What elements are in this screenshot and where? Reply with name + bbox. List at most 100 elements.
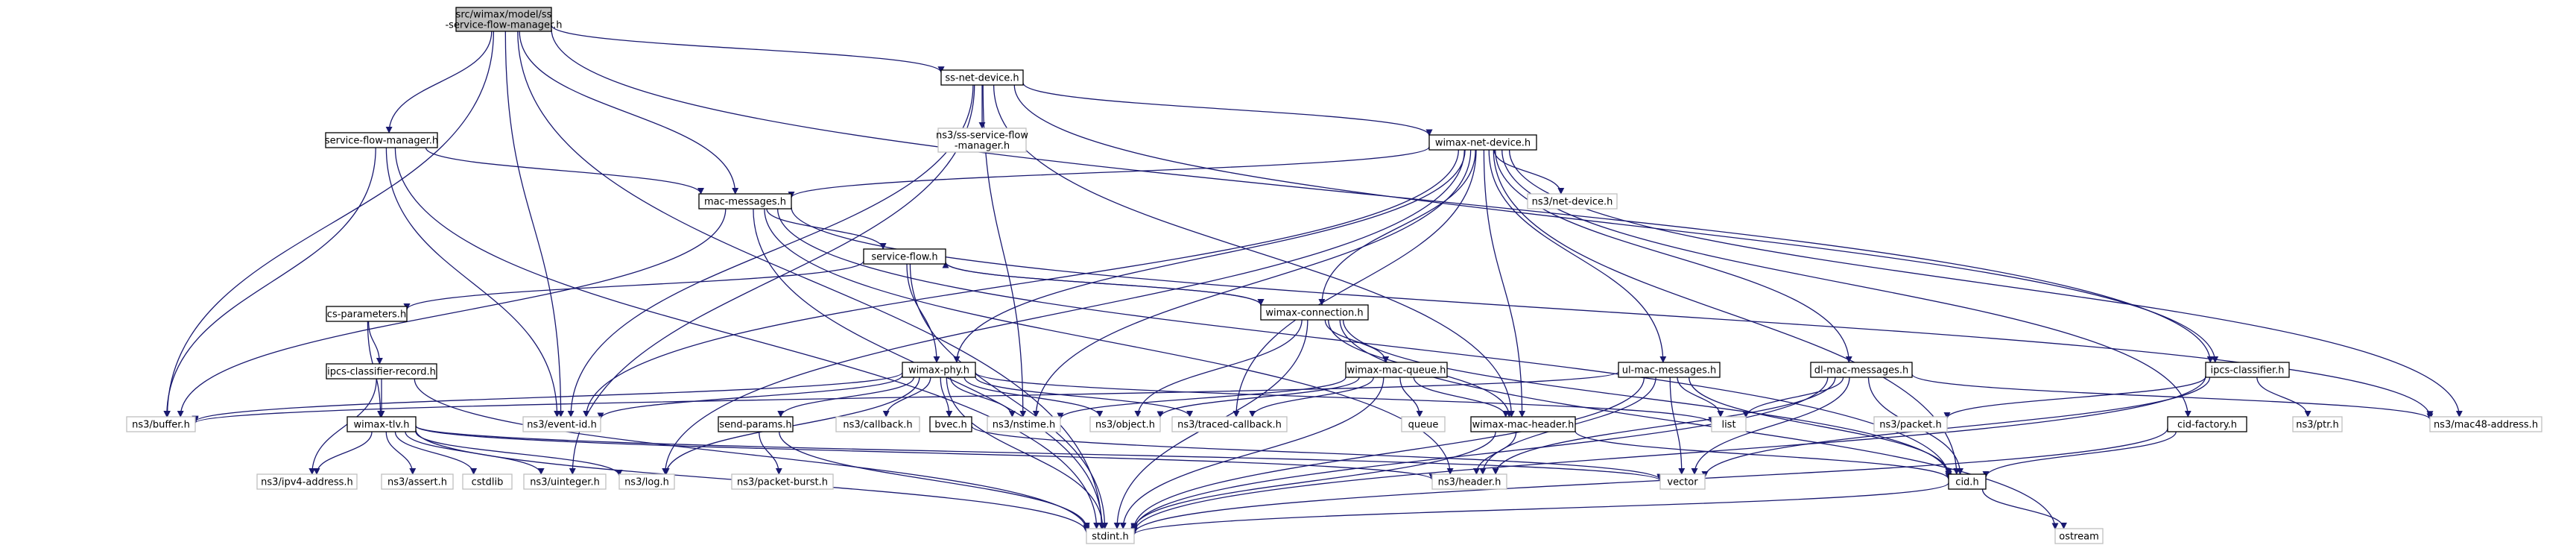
- node-dl-mac-messages[interactable]: dl-mac-messages.h: [1810, 362, 1913, 378]
- node-ipv4-address: ns3/ipv4-address.h: [256, 473, 358, 490]
- edge-ss-net-device-to-ipcs-classifier: [1013, 84, 2219, 363]
- node-label-ipcs-classifier-record-line-0: ipcs-classifier-record.h: [327, 367, 436, 378]
- edge-wimax-mac-queue-to-object: [1156, 377, 1360, 418]
- node-cid[interactable]: cid.h: [1948, 473, 1987, 490]
- node-label-event-id-line-0: ns3/event-id.h: [527, 420, 597, 431]
- node-label-send-params-line-0: send-params.h: [719, 420, 791, 431]
- node-box-nstime: [987, 416, 1061, 432]
- node-label-cid-line-0: cid.h: [1955, 477, 1978, 488]
- edge-send-params-to-packet-burst: [759, 431, 782, 475]
- node-list: list: [1711, 416, 1747, 432]
- edge-wimax-phy-to-buffer: [192, 371, 903, 423]
- edge-ul-mac-messages-to-list: [1677, 377, 1724, 418]
- node-label-packet-line-0: ns3/packet.h: [1879, 420, 1942, 431]
- node-box-queue: [1401, 416, 1446, 432]
- edge-wimax-net-device-to-nstime: [1032, 149, 1472, 418]
- node-wimax-mac-queue[interactable]: wimax-mac-queue.h: [1345, 362, 1448, 378]
- edge-wimax-connection-to-object: [1134, 319, 1303, 418]
- node-box-packet: [1873, 416, 1948, 432]
- node-box-cid-factory: [2167, 416, 2247, 432]
- edge-ss-net-device-to-uinteger: [569, 84, 975, 475]
- edge-wimax-connection-to-service-flow: [942, 261, 1262, 306]
- node-label-log-line-0: ns3/log.h: [624, 477, 669, 488]
- edge-ss-net-device-to-wimax-net-device: [1022, 82, 1433, 136]
- node-box-vector: [1659, 473, 1706, 490]
- edge-wimax-phy-to-event-id: [597, 374, 903, 420]
- node-ss-net-device[interactable]: ss-net-device.h: [940, 69, 1024, 86]
- node-label-nstime-line-0: ns3/nstime.h: [993, 420, 1055, 431]
- edge-dl-mac-messages-to-header: [1492, 377, 1836, 475]
- edge-bvec-to-vector: [971, 425, 1664, 481]
- node-wimax-connection[interactable]: wimax-connection.h: [1260, 304, 1369, 321]
- edge-wimax-phy-to-send-params: [777, 377, 914, 418]
- node-label-wimax-phy-line-0: wimax-phy.h: [908, 365, 969, 377]
- edge-wimax-net-device-to-wimax-phy: [953, 149, 1466, 363]
- edge-wimax-net-device-to-dl-mac-messages: [1495, 149, 1852, 363]
- node-ul-mac-messages[interactable]: ul-mac-messages.h: [1618, 362, 1721, 378]
- node-box-ipv4-address: [256, 473, 358, 490]
- edge-wimax-mac-queue-to-nstime: [1057, 377, 1346, 420]
- node-box-mac-messages: [698, 193, 792, 210]
- node-vector: vector: [1659, 473, 1706, 490]
- node-ipcs-classifier-record[interactable]: ipcs-classifier-record.h: [326, 363, 437, 380]
- edge-wimax-phy-to-nstime: [949, 377, 1016, 418]
- edge-wimax-net-device-to-mac-messages: [788, 146, 1430, 199]
- node-service-flow[interactable]: service-flow.h: [863, 248, 946, 265]
- node-box-log: [618, 473, 675, 490]
- node-ss-service-flow-manager: ns3/ss-service-flow-manager.h: [936, 127, 1028, 153]
- edge-mac-messages-to-buffer: [177, 208, 727, 418]
- node-bvec[interactable]: bvec.h: [929, 416, 972, 432]
- edge-ul-mac-messages-to-stdint: [1130, 377, 1645, 530]
- node-root[interactable]: src/wimax/model/ss-service-flow-manager.…: [445, 7, 563, 32]
- node-label-ipv4-address-line-0: ns3/ipv4-address.h: [261, 477, 353, 488]
- node-label-wimax-mac-header-line-0: wimax-mac-header.h: [1472, 420, 1575, 431]
- edge-service-flow-manager-to-mac-messages: [425, 147, 704, 195]
- edge-cs-parameters-to-ipcs-classifier-record: [367, 321, 383, 365]
- node-label-wimax-net-device-line-0: wimax-net-device.h: [1435, 138, 1531, 149]
- node-label-wimax-connection-line-0: wimax-connection.h: [1265, 308, 1363, 319]
- node-label-service-flow-line-0: service-flow.h: [871, 252, 937, 263]
- node-ostream: ostream: [2054, 528, 2104, 544]
- node-label-service-flow-manager-line-0: service-flow-manager.h: [325, 136, 438, 147]
- edge-service-flow-to-stdint: [909, 263, 1109, 529]
- node-service-flow-manager[interactable]: service-flow-manager.h: [325, 132, 438, 148]
- node-uinteger: ns3/uinteger.h: [523, 473, 607, 490]
- node-cid-factory[interactable]: cid-factory.h: [2167, 416, 2247, 432]
- edge-ul-mac-messages-to-cid: [1689, 377, 1952, 476]
- edge-wimax-mac-queue-to-wimax-mac-header: [1413, 377, 1510, 418]
- edge-ipcs-classifier-to-stdint: [1130, 376, 2206, 534]
- node-label-root-line-1: -service-flow-manager.h: [445, 20, 562, 31]
- node-wimax-net-device[interactable]: wimax-net-device.h: [1428, 134, 1537, 151]
- edge-wimax-tlv-to-ipv4-address: [313, 431, 373, 475]
- node-box-wimax-mac-header: [1470, 416, 1576, 432]
- node-box-send-params: [718, 416, 794, 432]
- node-box-mac48-address: [2429, 416, 2542, 432]
- node-wimax-tlv[interactable]: wimax-tlv.h: [346, 416, 417, 432]
- node-mac-messages[interactable]: mac-messages.h: [698, 193, 792, 210]
- edge-ipcs-classifier-record-to-stdint: [414, 378, 1090, 532]
- node-stdint: stdint.h: [1086, 528, 1135, 544]
- edge-wimax-mac-queue-to-stdint: [1119, 377, 1384, 529]
- edge-wimax-phy-to-traced-callback: [975, 376, 1194, 418]
- edge-wimax-tlv-to-assert: [385, 431, 417, 475]
- node-wimax-phy[interactable]: wimax-phy.h: [902, 362, 976, 378]
- edge-cid-factory-to-stdint: [1130, 428, 2168, 535]
- node-box-assert: [381, 473, 454, 490]
- edge-service-flow-manager-to-buffer: [163, 147, 376, 418]
- node-cs-parameters[interactable]: cs-parameters.h: [326, 306, 408, 322]
- node-box-event-id: [522, 416, 601, 432]
- node-send-params[interactable]: send-params.h: [718, 416, 794, 432]
- node-wimax-mac-header[interactable]: wimax-mac-header.h: [1470, 416, 1576, 432]
- node-box-bvec: [929, 416, 972, 432]
- node-label-buffer-line-0: ns3/buffer.h: [132, 420, 190, 431]
- node-ipcs-classifier[interactable]: ipcs-classifier.h: [2205, 362, 2290, 378]
- edge-wimax-tlv-to-cstdlib: [394, 431, 478, 475]
- edge-wimax-connection-to-wimax-mac-queue: [1324, 319, 1390, 363]
- node-box-ss-net-device: [940, 69, 1024, 86]
- edge-wimax-connection-to-ostream: [1339, 319, 2059, 530]
- node-box-object: [1089, 416, 1161, 432]
- edge-root-to-event-id: [504, 31, 565, 418]
- node-box-uinteger: [523, 473, 607, 490]
- node-traced-callback: ns3/traced-callback.h: [1171, 416, 1288, 432]
- node-net-device: ns3/net-device.h: [1527, 193, 1618, 210]
